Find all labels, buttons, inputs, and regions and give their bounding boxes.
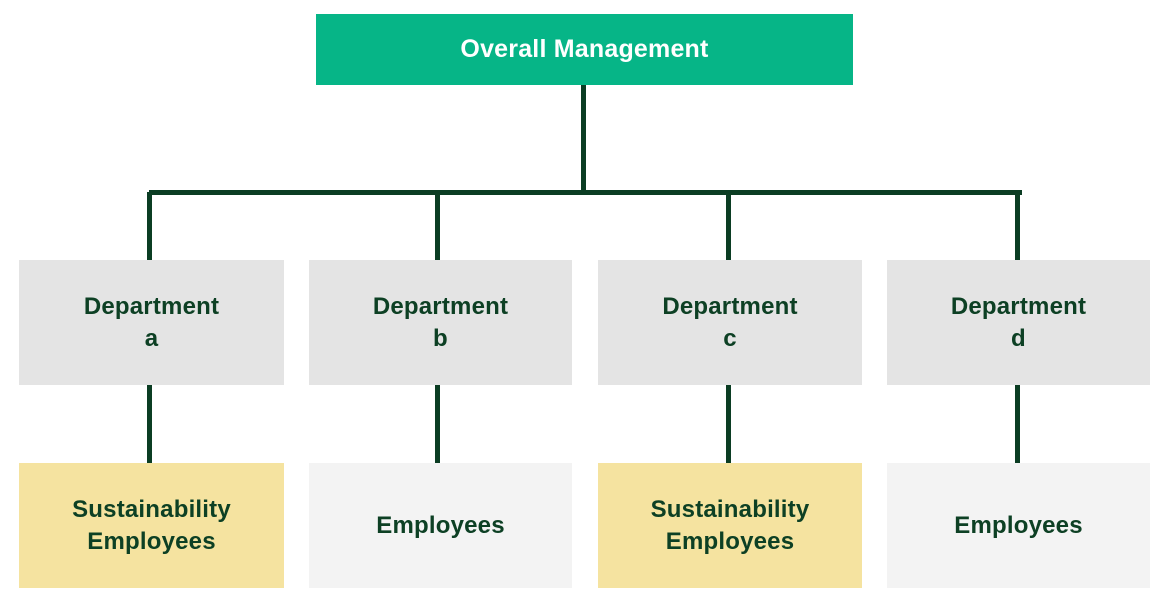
node-employees-d[interactable]: Employees — [887, 463, 1150, 588]
node-department-d[interactable]: Department d — [887, 260, 1150, 385]
connector-root-to-department-d — [1015, 192, 1020, 262]
connector-department-b-to-employees — [435, 385, 440, 465]
node-department-a[interactable]: Department a — [19, 260, 284, 385]
node-department-c[interactable]: Department c — [598, 260, 862, 385]
connector-horizontal-bus — [149, 190, 1022, 195]
node-overall-management[interactable]: Overall Management — [316, 14, 853, 85]
connector-root-to-department-a — [147, 192, 152, 262]
node-employees-b[interactable]: Employees — [309, 463, 572, 588]
connector-root-to-department-c — [726, 192, 731, 262]
node-department-b[interactable]: Department b — [309, 260, 572, 385]
connector-root-to-department-b — [435, 192, 440, 262]
node-sustainability-employees-a[interactable]: Sustainability Employees — [19, 463, 284, 588]
connector-root-stem — [581, 85, 586, 195]
connector-department-c-to-employees — [726, 385, 731, 465]
node-sustainability-employees-c[interactable]: Sustainability Employees — [598, 463, 862, 588]
connector-department-d-to-employees — [1015, 385, 1020, 465]
connector-department-a-to-employees — [147, 385, 152, 465]
